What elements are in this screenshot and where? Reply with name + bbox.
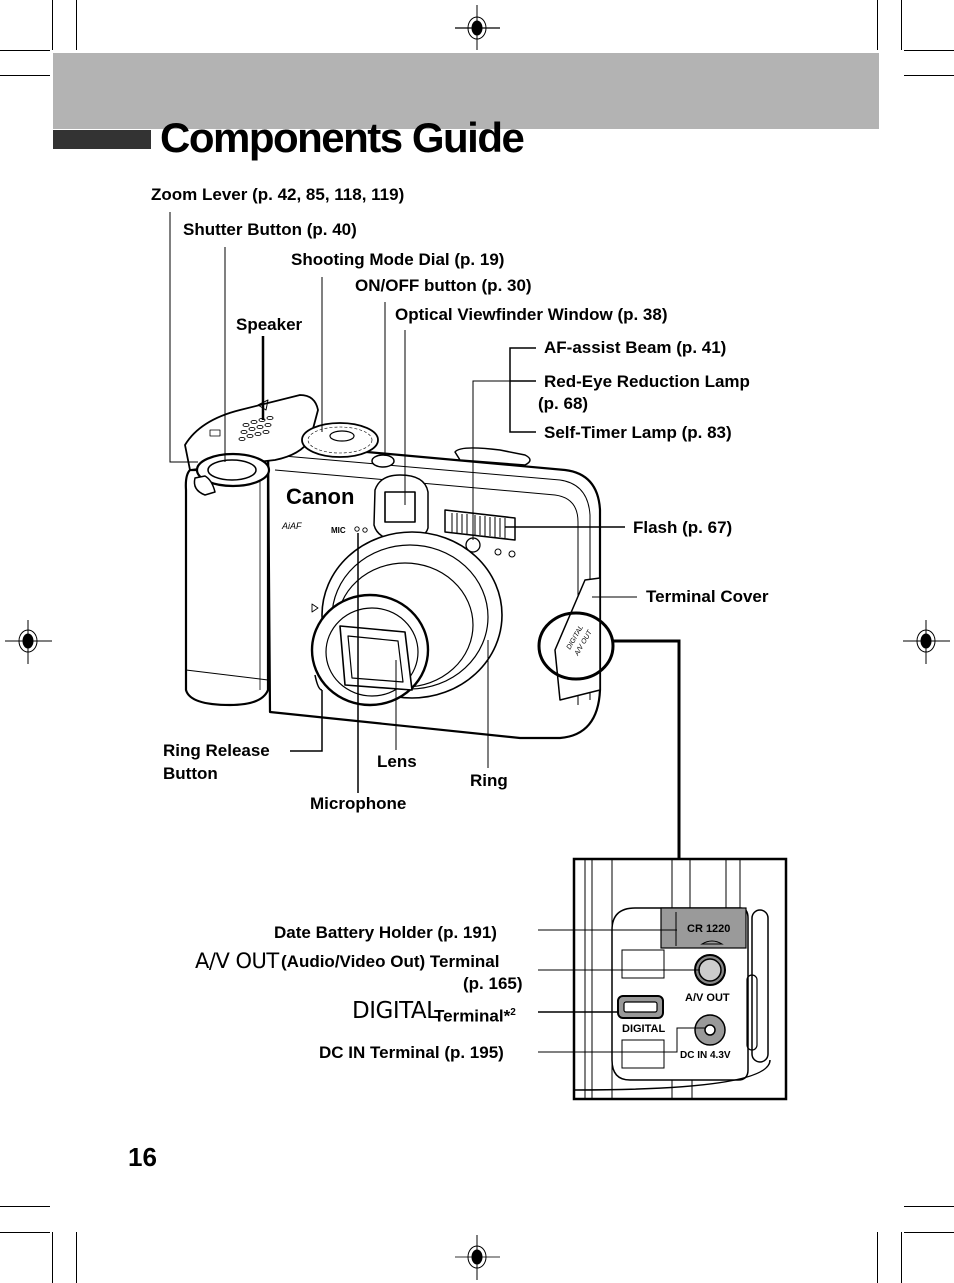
- mic-marking: MIC: [331, 526, 346, 535]
- digital-symbol: DIGITAL: [352, 998, 439, 1024]
- page-number: 16: [128, 1142, 157, 1172]
- digital-marking: DIGITAL: [622, 1023, 665, 1035]
- label-date-battery-holder: Date Battery Holder (p. 191): [274, 923, 497, 942]
- label-zoom-lever: Zoom Lever (p. 42, 85, 118, 119): [151, 185, 405, 204]
- crop-mark: [904, 75, 954, 76]
- registration-mark-left: [5, 620, 52, 664]
- footnote-marker: 2: [510, 1007, 516, 1018]
- crop-mark: [0, 1206, 50, 1207]
- crop-mark: [0, 50, 50, 51]
- terminal-detail-inset: [572, 857, 788, 1101]
- crop-mark: [877, 0, 878, 50]
- registration-mark-right: [903, 620, 950, 664]
- aiaf-marking: AiAF: [281, 521, 302, 531]
- label-red-eye-lamp: Red-Eye Reduction Lamp: [544, 372, 750, 391]
- label-lens: Lens: [377, 752, 417, 771]
- label-ring-release-2: Button: [163, 764, 218, 783]
- page-title: Components Guide: [160, 114, 525, 161]
- label-flash: Flash (p. 67): [633, 518, 733, 537]
- label-speaker: Speaker: [236, 315, 303, 334]
- canon-logo: Canon: [286, 484, 354, 509]
- label-shutter-button: Shutter Button (p. 40): [183, 220, 357, 239]
- label-microphone: Microphone: [310, 794, 407, 813]
- label-ring: Ring: [470, 771, 508, 790]
- crop-mark: [877, 1232, 878, 1283]
- label-shooting-mode-dial: Shooting Mode Dial (p. 19): [291, 250, 505, 269]
- av-out-marking: A/V OUT: [685, 992, 730, 1004]
- camera-body: DIGITAL A/V OUT: [184, 394, 615, 740]
- label-av-out-terminal-page: (p. 165): [463, 974, 523, 993]
- registration-mark-top: [455, 5, 500, 50]
- header-band: [53, 53, 879, 129]
- label-optical-viewfinder: Optical Viewfinder Window (p. 38): [395, 305, 668, 324]
- crop-mark: [0, 75, 50, 76]
- detail-connector: [612, 639, 681, 858]
- label-dc-in-terminal: DC IN Terminal (p. 195): [319, 1043, 504, 1062]
- crop-mark: [0, 1232, 50, 1233]
- crop-mark: [904, 1232, 954, 1233]
- crop-mark: [904, 1206, 954, 1207]
- crop-mark: [901, 1232, 902, 1283]
- battery-marking: CR 1220: [687, 923, 730, 935]
- label-digital-terminal: Terminal*2: [434, 1002, 516, 1028]
- registration-mark-bottom: [455, 1235, 500, 1280]
- label-ring-release: Ring Release: [163, 741, 270, 760]
- label-on-off-button: ON/OFF button (p. 30): [355, 276, 532, 295]
- crop-mark: [76, 0, 77, 50]
- crop-mark: [901, 0, 902, 50]
- label-av-out-terminal: (Audio/Video Out) Terminal: [281, 952, 500, 971]
- av-out-symbol: A/V OUT: [195, 949, 279, 973]
- label-af-assist-beam: AF-assist Beam (p. 41): [544, 338, 727, 357]
- label-red-eye-lamp-page: (p. 68): [538, 394, 589, 413]
- label-self-timer-lamp: Self-Timer Lamp (p. 83): [544, 423, 732, 442]
- title-accent-block: [53, 130, 151, 149]
- dc-in-marking: DC IN 4.3V: [680, 1050, 731, 1061]
- crop-mark: [76, 1232, 77, 1283]
- crop-mark: [904, 50, 954, 51]
- crop-mark: [52, 0, 53, 50]
- leader-lines: [169, 212, 705, 1053]
- digital-terminal-text: Terminal*: [434, 1006, 511, 1026]
- label-terminal-cover: Terminal Cover: [646, 587, 769, 606]
- crop-mark: [52, 1232, 53, 1283]
